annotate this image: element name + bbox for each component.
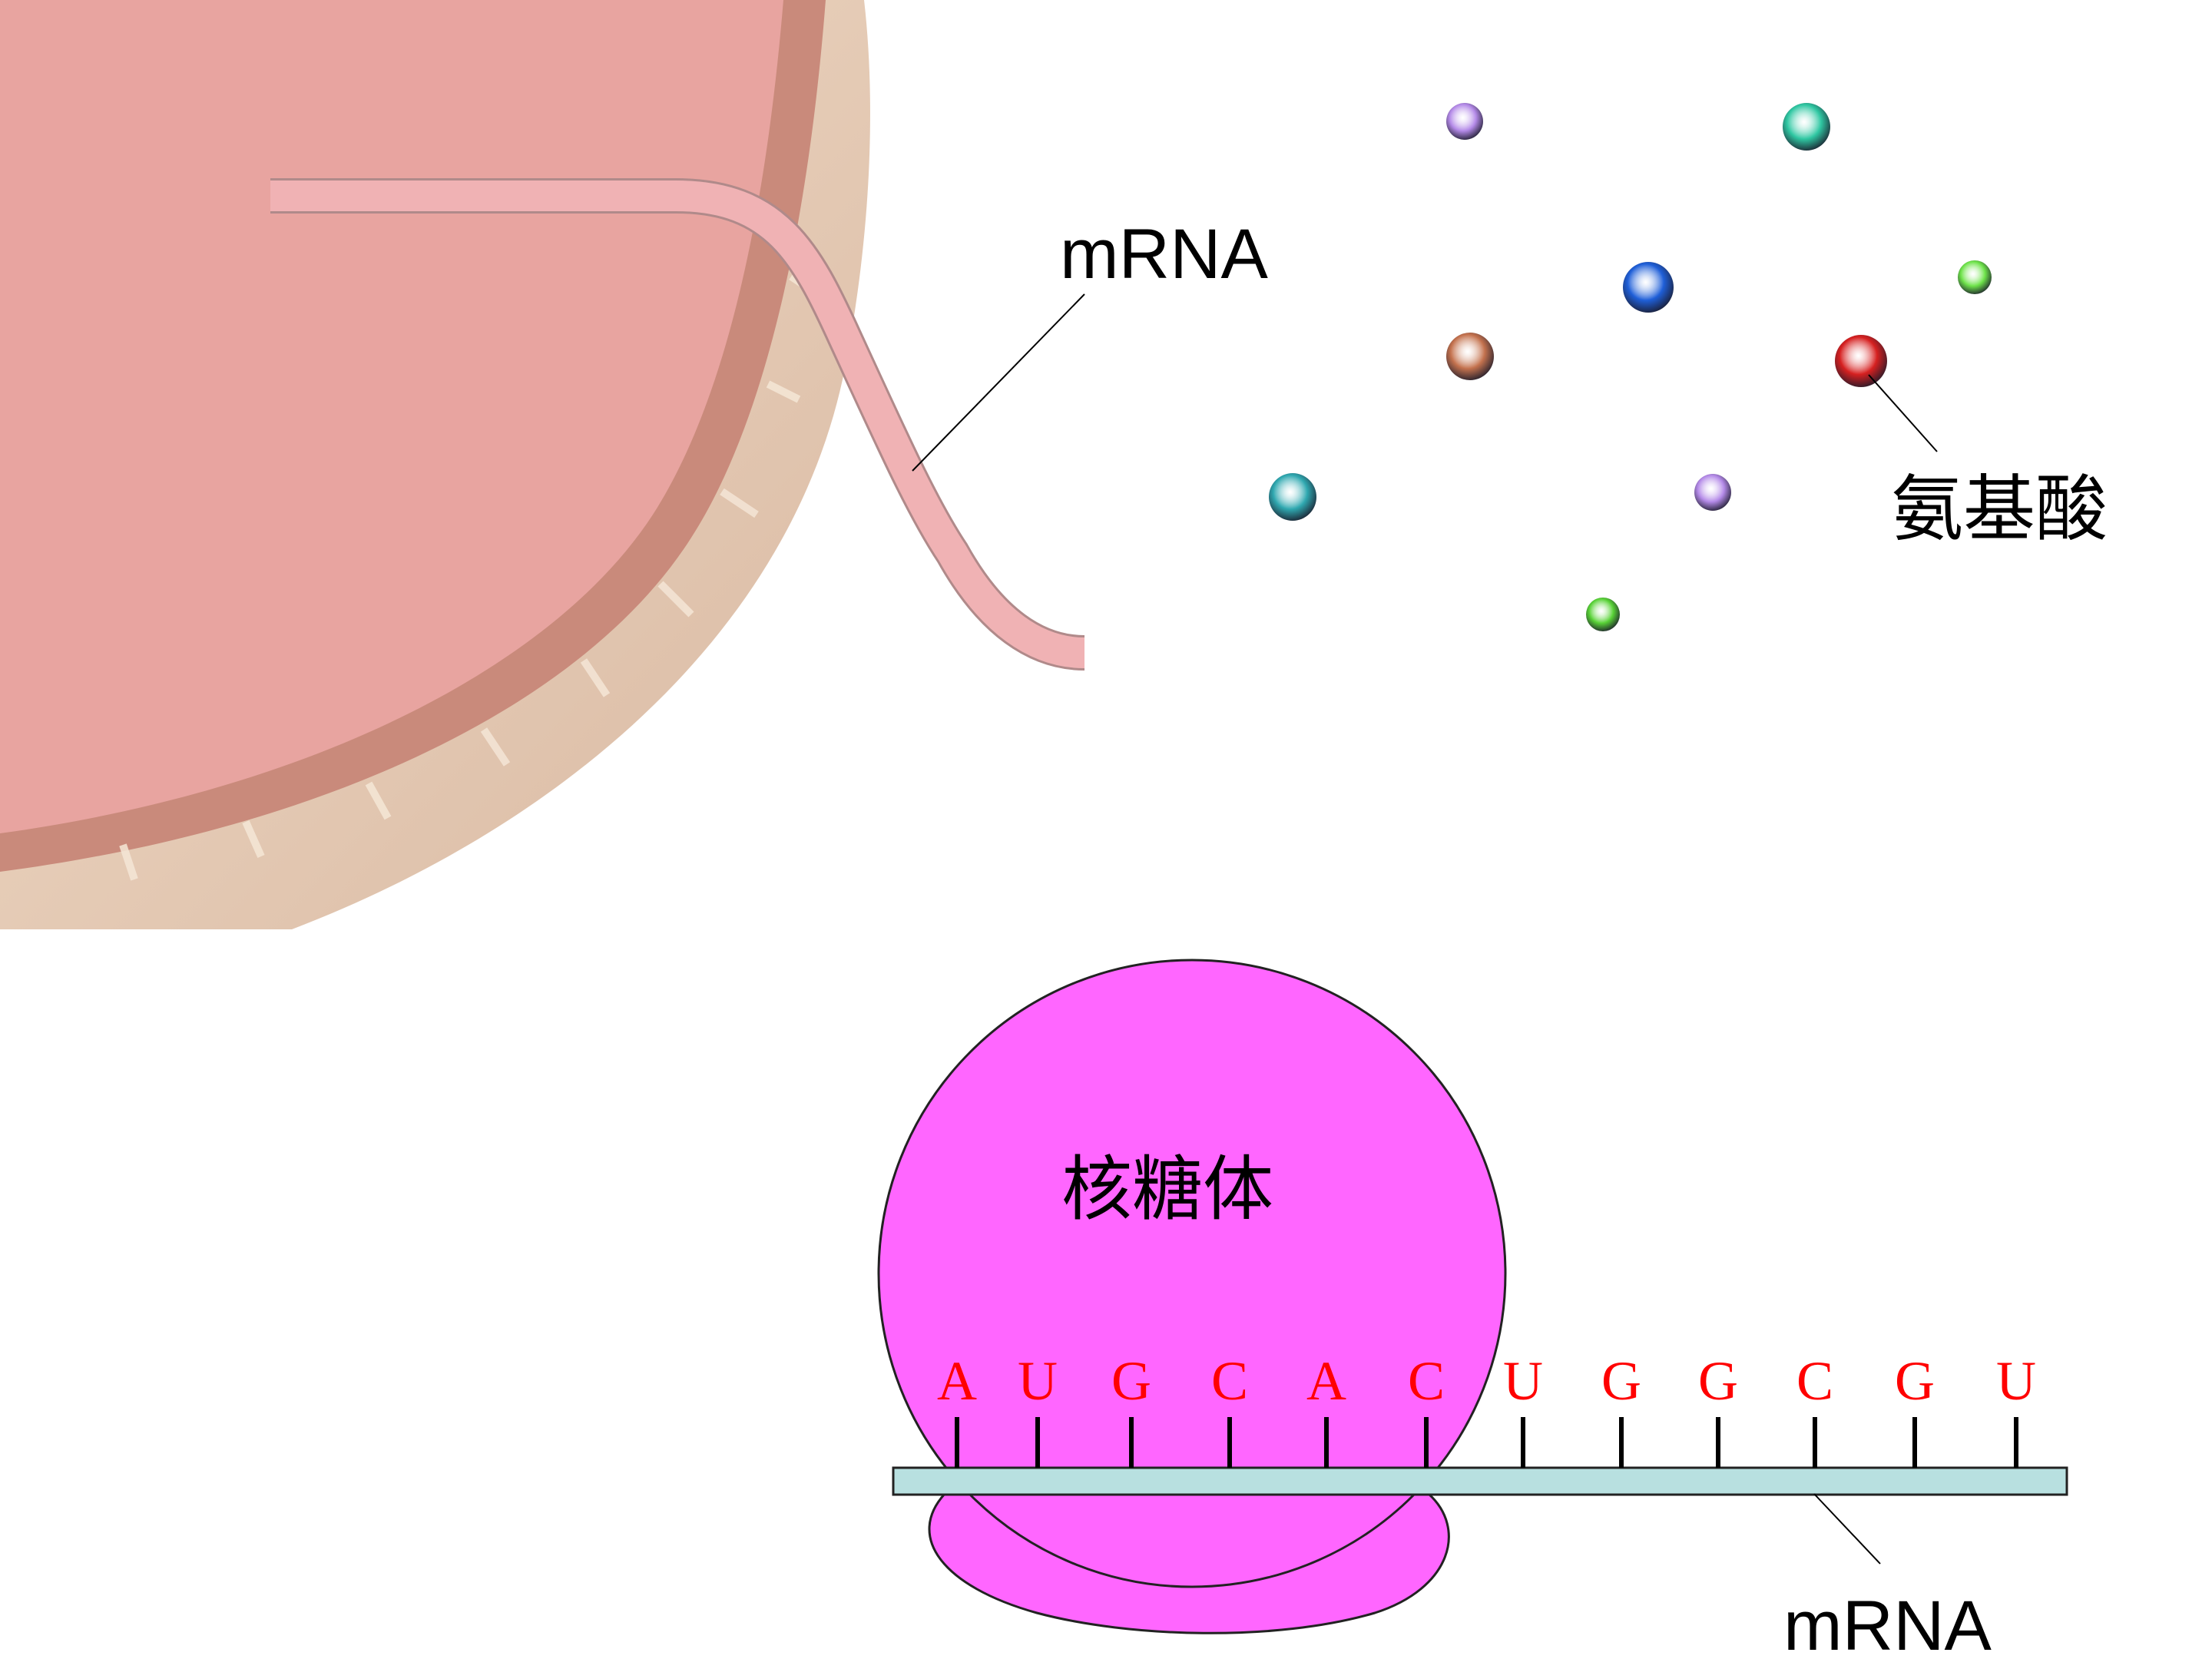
- mrna-strip: [892, 1466, 2068, 1496]
- ribosome-label: 核糖体: [1061, 1148, 1273, 1230]
- codon-base: C: [1408, 1350, 1445, 1412]
- amino-acid-sphere: [1269, 473, 1316, 521]
- codon-base: A: [1306, 1350, 1346, 1412]
- mrna-top-label: mRNA: [1060, 215, 1269, 293]
- amino-acid-sphere: [1958, 260, 1992, 294]
- amino-acid-label: 氨基酸: [1891, 468, 2108, 551]
- amino-acid-sphere: [1586, 598, 1620, 631]
- codon-base: A: [937, 1350, 977, 1412]
- codon-base: U: [1996, 1350, 2036, 1412]
- codon-base: G: [1601, 1350, 1641, 1412]
- mrna-bottom-leader-line: [1813, 1493, 1881, 1565]
- amino-acid-leader-line: [1868, 374, 1938, 452]
- mrna-top-leader-line: [912, 293, 1085, 472]
- amino-acid-sphere: [1623, 262, 1674, 313]
- wall-segment-marks: [119, 273, 816, 881]
- amino-acid-sphere: [1446, 333, 1494, 380]
- mrna-bottom-label: mRNA: [1783, 1587, 1992, 1659]
- ribosome: 核糖体: [877, 959, 1507, 1634]
- codon-base: U: [1503, 1350, 1543, 1412]
- codon-base: G: [1895, 1350, 1935, 1412]
- amino-acid-group: [1269, 103, 1992, 631]
- cell-interior: [0, 0, 783, 833]
- codon-base: U: [1018, 1350, 1058, 1412]
- codon-base: G: [1111, 1350, 1151, 1412]
- amino-acid-sphere: [1783, 103, 1830, 151]
- cell-section: [0, 0, 1085, 929]
- mrna-strand-fill: [270, 180, 1085, 668]
- amino-acid-sphere: [1446, 103, 1483, 140]
- codon-base: C: [1796, 1350, 1833, 1412]
- amino-acid-sphere: [1835, 335, 1887, 387]
- amino-acid-sphere: [1694, 474, 1731, 511]
- codon-base: C: [1211, 1350, 1248, 1412]
- codon-base: G: [1698, 1350, 1738, 1412]
